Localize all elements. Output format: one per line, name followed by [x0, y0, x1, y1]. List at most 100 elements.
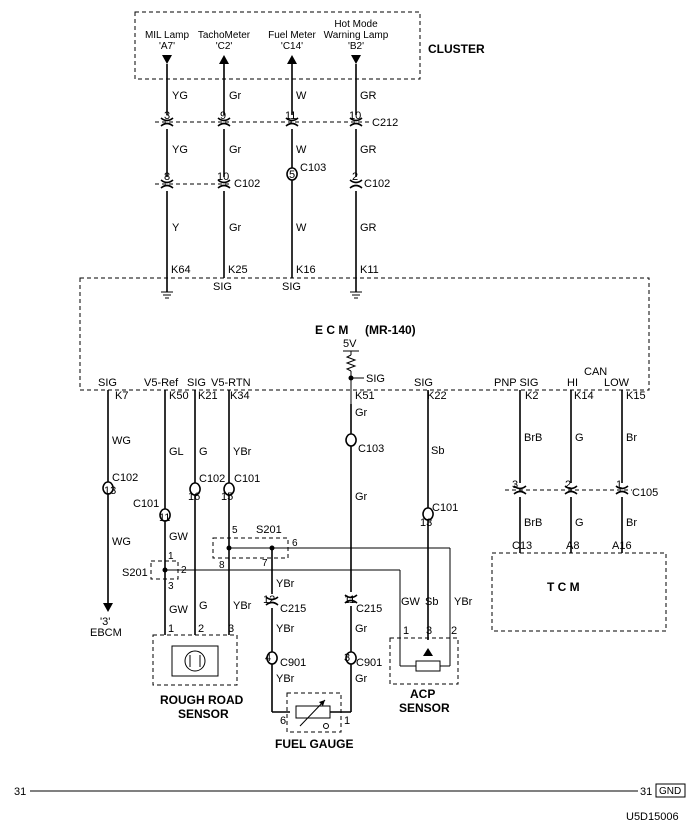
wire-color: G — [575, 432, 584, 444]
ecm-pin-label: LOW — [604, 377, 630, 389]
connector-pin: 13 — [420, 517, 432, 529]
wire-color: YG — [172, 90, 188, 102]
arrow-up-icon — [287, 55, 297, 64]
c212-label: C212 — [372, 117, 398, 129]
acp-title: ACP — [410, 687, 435, 701]
wire-color: Gr — [355, 491, 368, 503]
pressure-sensor-icon — [399, 640, 451, 672]
cluster-pin-mil-name: MIL Lamp — [145, 30, 190, 41]
connector-pin: 16 — [188, 491, 200, 503]
s201-right-label: S201 — [256, 524, 282, 536]
ebcm-name: EBCM — [90, 627, 122, 639]
ecm-pin: K15 — [626, 390, 646, 402]
wire-color: YBr — [233, 446, 252, 458]
wire-color: WG — [112, 435, 131, 447]
acp-title2: SENSOR — [399, 701, 450, 715]
wire-color: Br — [626, 517, 637, 529]
pin-number: 9 — [220, 110, 226, 122]
ecm-box — [79, 277, 650, 391]
fuel-gauge-pin: 6 — [280, 715, 286, 727]
connector-pin: 13 — [104, 485, 116, 497]
ecm-pin-label: SIG — [414, 377, 433, 389]
wire-color: YBr — [276, 578, 295, 590]
ground-icon — [161, 291, 173, 299]
c101-label-c: C101 — [432, 502, 458, 514]
s201-left-label: S201 — [122, 567, 148, 579]
wire-color: G — [199, 600, 208, 612]
ecm-pin: K14 — [574, 390, 594, 402]
wire-color: Sb — [431, 445, 444, 457]
splice-pin: 2 — [181, 565, 187, 576]
wire-color: Gr — [229, 90, 242, 102]
ecm-pin: K22 — [427, 390, 447, 402]
splice-pin: 8 — [219, 560, 225, 571]
wire-color: G — [575, 517, 584, 529]
ecm-pin: K51 — [355, 390, 375, 402]
wire-color: YBr — [276, 673, 295, 685]
wire-color: Y — [172, 222, 180, 234]
ecm-pin-label: SIG — [98, 377, 117, 389]
splice-pin: 1 — [168, 551, 174, 562]
connector-pin: 4 — [265, 652, 271, 664]
ecm-pin: K34 — [230, 390, 250, 402]
rough-road-pin: 3 — [228, 623, 234, 635]
tcm-pin: C13 — [512, 540, 532, 552]
ecm-pin: K64 — [171, 264, 191, 276]
wire-color: Gr — [355, 673, 368, 685]
rough-road-pin: 1 — [168, 623, 174, 635]
pin-number: 10 — [217, 171, 229, 183]
ecm-pin: K21 — [198, 390, 218, 402]
tcm-pin: A8 — [566, 540, 579, 552]
ecm-can: CAN — [584, 366, 607, 378]
resistor-icon — [345, 354, 357, 372]
cluster-pin-hot-name2: Warning Lamp — [324, 30, 389, 41]
c102-label-c: C102 — [112, 472, 138, 484]
pin-number: 10 — [349, 110, 361, 122]
tcm-box — [491, 552, 667, 632]
splice-pin: 7 — [262, 558, 268, 569]
wire-color: Gr — [229, 144, 242, 156]
cluster-pin-fuel-name: Fuel Meter — [268, 30, 316, 41]
arrow-down-icon — [103, 603, 113, 612]
connector-pin: 11 — [344, 594, 355, 606]
pin-number: 8 — [164, 171, 170, 183]
wire-color: YG — [172, 144, 188, 156]
c102-label-d: C102 — [199, 473, 225, 485]
acp-pin: 3 — [426, 625, 432, 637]
wire-color: WG — [112, 536, 131, 548]
ground-icon — [350, 291, 362, 299]
wire-color: BrB — [524, 432, 542, 444]
wire-color: W — [296, 90, 307, 102]
pin-number: 2 — [352, 171, 358, 183]
wire-color: Sb — [425, 596, 438, 608]
ecm-pin: K16 — [296, 264, 316, 276]
connector-pin: 3 — [512, 479, 518, 491]
rough-road-pin: 2 — [198, 623, 204, 635]
tcm-pin: A16 — [612, 540, 632, 552]
connector-pin: 11 — [159, 512, 170, 524]
ecm-pin: K11 — [360, 264, 379, 276]
ecm-pin-label: SIG — [187, 377, 206, 389]
sensor-icon — [171, 645, 219, 677]
ground-bar-right: 31 — [640, 786, 652, 798]
ecm-pin: K25 — [228, 264, 248, 276]
c103-label-a: C103 — [300, 162, 326, 174]
wire-color: W — [296, 144, 307, 156]
arrow-up-icon — [219, 55, 229, 64]
ecm-pin: K2 — [525, 390, 538, 402]
gnd-badge — [655, 783, 686, 798]
ecm-pin: K50 — [169, 390, 189, 402]
wire-color: GR — [360, 222, 377, 234]
rough-road-title2: SENSOR — [178, 707, 229, 721]
cluster-box — [134, 11, 421, 80]
c901-label-b: C901 — [356, 657, 382, 669]
wire-color: BrB — [524, 517, 542, 529]
arrow-down-icon — [162, 55, 172, 64]
wire-color: GW — [169, 604, 189, 616]
cluster-pin-fuel-code: 'C14' — [281, 41, 303, 52]
pin-number: 11 — [285, 110, 296, 122]
connector-pin: 12 — [263, 594, 275, 606]
ecm-sig: SIG — [282, 281, 301, 293]
fuel-gauge-box — [286, 692, 342, 733]
ecm-pin-label: V5-RTN — [211, 377, 251, 389]
